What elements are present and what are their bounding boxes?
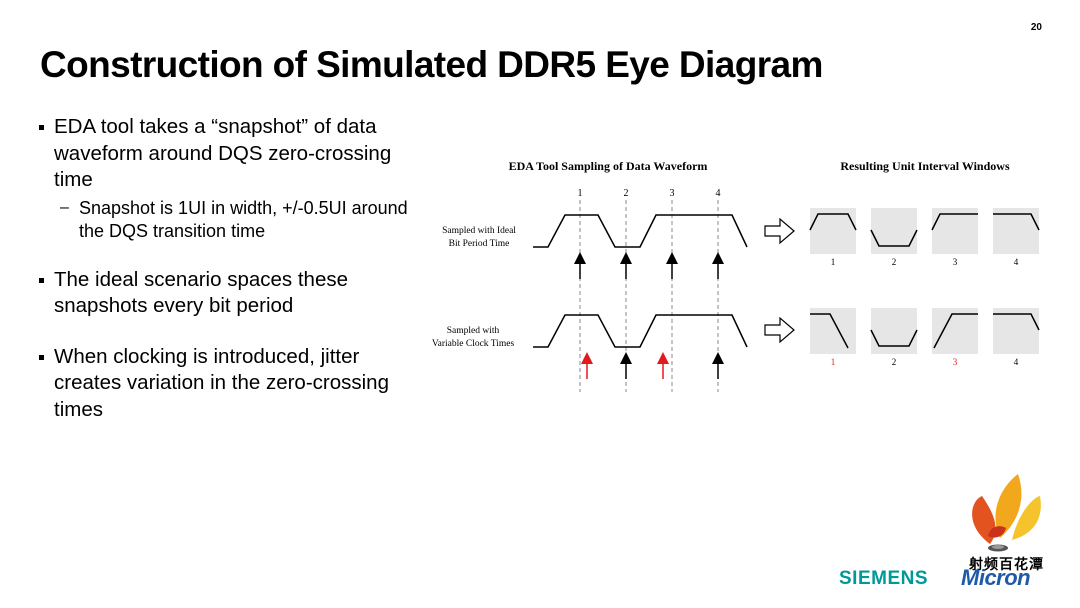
data-waveform-ideal [533,214,748,248]
micron-logo: Micron [961,565,1031,590]
ui-windows-ideal [809,208,1040,254]
result-arrow-icon [764,316,795,344]
cn-brand-text: 射频百花潭 [969,556,1044,572]
sample-number: 1 [578,188,583,199]
row1-label-line2: Bit Period Time [449,239,510,249]
siemens-logo: SIEMENS [839,568,929,589]
bullet-item: The ideal scenario spaces these snapshot… [38,267,418,320]
window-number-jitter: 1 [831,357,836,367]
sampling-dashed-lines [579,200,719,392]
flower-logo [972,474,1041,552]
sampling-diagram: EDA Tool Sampling of Data Waveform Resul… [432,159,1040,392]
bullet-item: When clocking is introduced, jitter crea… [38,344,418,424]
sample-number: 3 [670,188,675,199]
ui-windows-jitter [810,308,1040,354]
window-number: 4 [1014,357,1019,367]
bullet-item: EDA tool takes a “snapshot” of data wave… [38,114,418,194]
sample-number: 4 [716,188,721,199]
window-number: 3 [953,257,958,267]
window-number: 2 [892,357,897,367]
window-number-jitter: 3 [953,357,958,367]
right-diagram-title: Resulting Unit Interval Windows [840,159,1010,173]
window-number: 4 [1014,257,1019,267]
ideal-sample-arrows [574,252,724,279]
jitter-sample-arrows [581,352,724,379]
data-waveform-jitter [533,314,748,348]
sub-bullet-item: Snapshot is 1UI in width, +/-0.5UI aroun… [38,196,418,243]
left-diagram-title: EDA Tool Sampling of Data Waveform [509,159,708,173]
window-number: 1 [831,257,836,267]
window-number: 2 [892,257,897,267]
row2-label-line1: Sampled with [447,326,500,336]
row1-label-line1: Sampled with Ideal [442,226,516,236]
result-arrow-icon [764,217,795,245]
sample-number: 2 [624,188,629,199]
row2-label-line2: Variable Clock Times [432,339,515,349]
page-number: 20 [1030,22,1042,33]
bullet-list: EDA tool takes a “snapshot” of data wave… [38,114,418,423]
page-title: Construction of Simulated DDR5 Eye Diagr… [40,44,823,85]
